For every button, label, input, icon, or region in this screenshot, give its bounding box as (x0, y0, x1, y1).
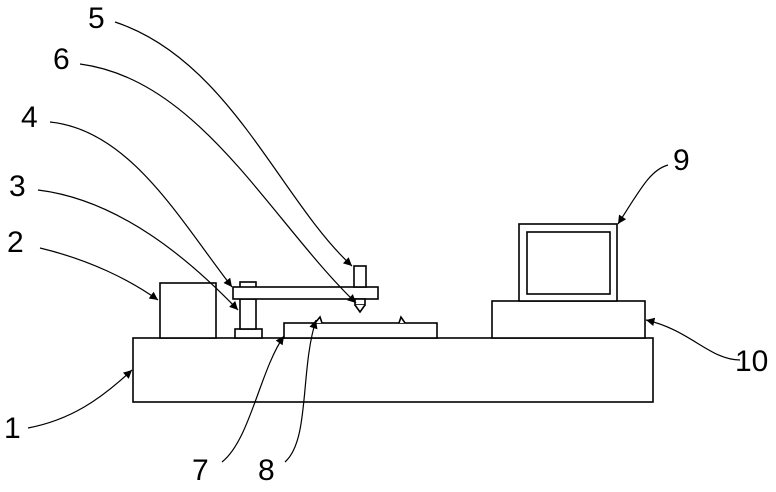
monitor-screen (527, 232, 610, 294)
leader-6 (80, 64, 356, 303)
leader-5 (115, 22, 352, 266)
pen-holder-5 (354, 266, 366, 287)
label-4: 4 (21, 103, 38, 133)
column-3 (240, 299, 256, 329)
platform-7 (284, 323, 437, 338)
label-5: 5 (88, 4, 105, 34)
label-7: 7 (192, 456, 209, 486)
label-8: 8 (258, 456, 275, 486)
leader-4 (50, 122, 232, 287)
pen-tip-body (355, 299, 365, 305)
label-6: 6 (53, 45, 70, 75)
label-9: 9 (673, 146, 690, 176)
label-3: 3 (9, 172, 26, 202)
column-base (235, 329, 262, 338)
box-2 (160, 283, 216, 338)
label-1: 1 (4, 414, 21, 444)
pen-tip-6 (355, 305, 365, 312)
leader-1 (28, 370, 132, 428)
burr-right (399, 317, 405, 323)
leader-2 (40, 248, 158, 300)
base-table (133, 338, 653, 402)
computer-base-10 (492, 301, 645, 338)
leader-10 (646, 320, 740, 360)
arm-4 (233, 287, 378, 299)
label-10: 10 (735, 347, 768, 377)
leader-9 (618, 165, 668, 224)
label-2: 2 (7, 228, 24, 258)
burr-8 (315, 317, 322, 323)
